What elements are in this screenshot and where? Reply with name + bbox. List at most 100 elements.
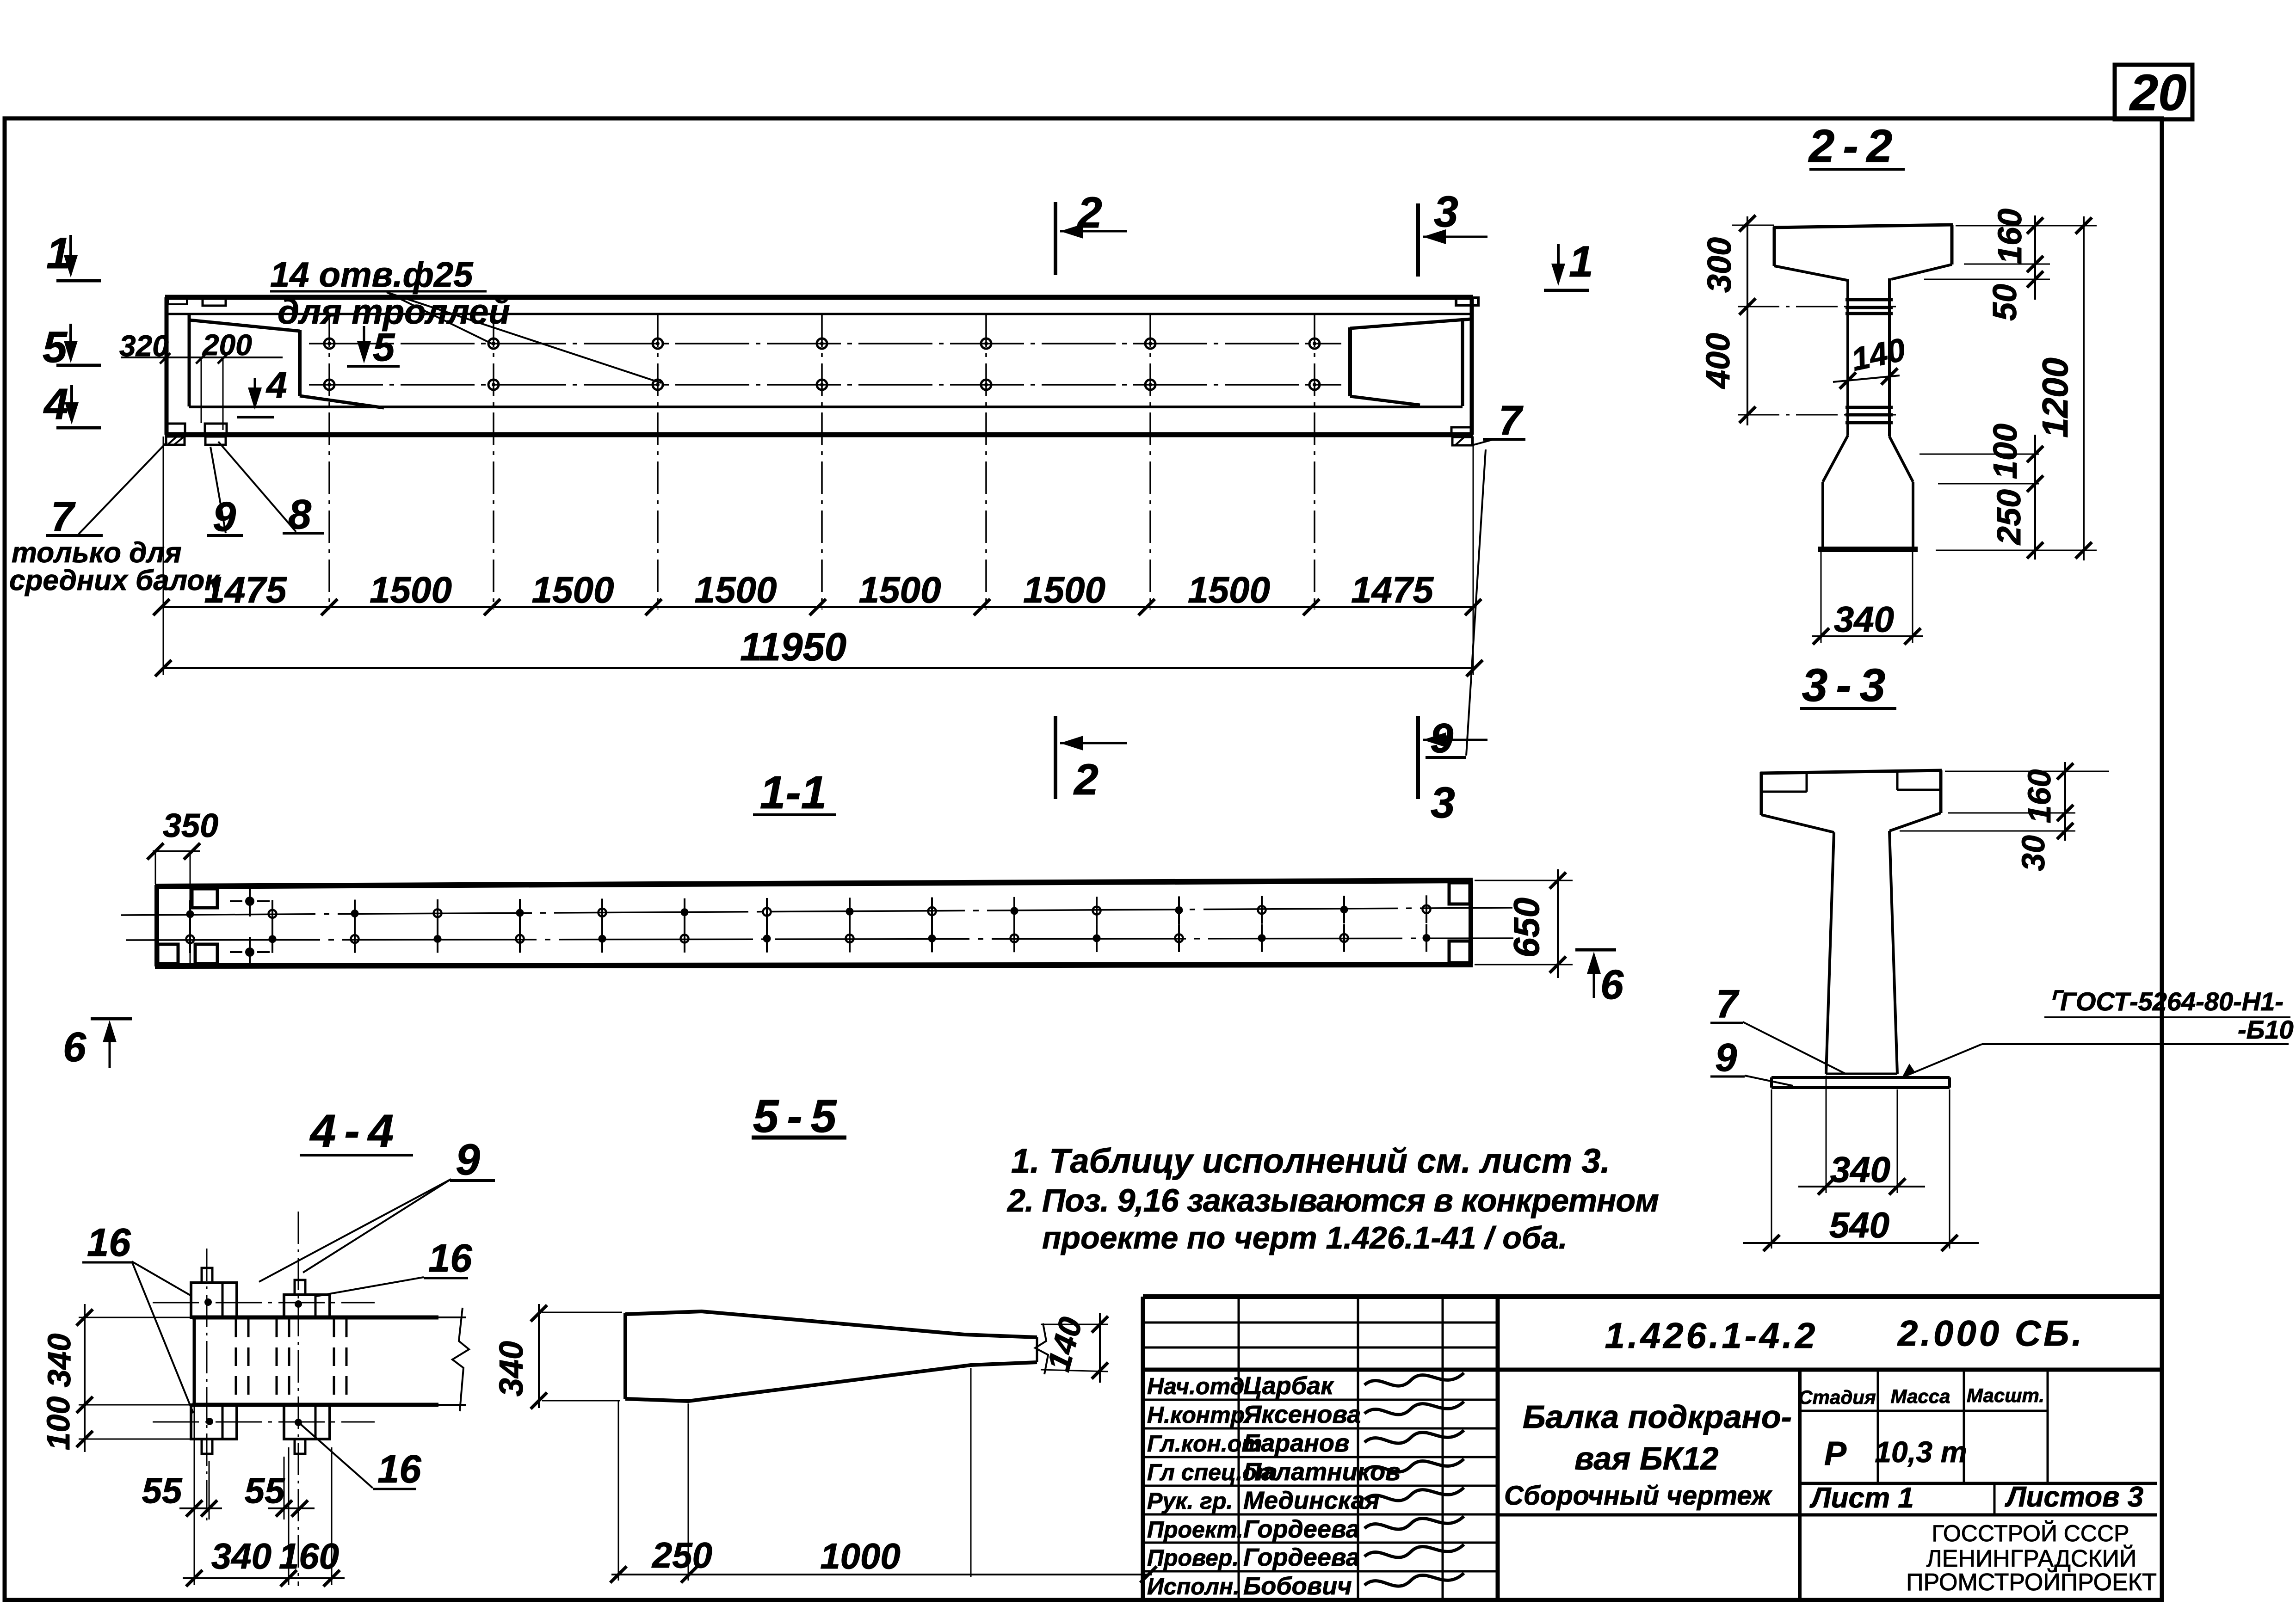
svg-text:Масса: Масса — [1891, 1385, 1950, 1407]
svg-text:Сборочный чертеж: Сборочный чертеж — [1504, 1481, 1773, 1511]
svg-text:340: 340 — [211, 1536, 272, 1576]
svg-text:Бобович: Бобович — [1243, 1572, 1352, 1600]
svg-text:Нач.отд: Нач.отд — [1147, 1373, 1244, 1399]
svg-text:Палатников: Палатников — [1243, 1458, 1401, 1486]
svg-text:6: 6 — [63, 1024, 86, 1070]
svg-text:340: 340 — [493, 1341, 530, 1396]
svg-text:1200: 1200 — [2035, 357, 2075, 438]
svg-text:Проект.: Проект. — [1147, 1517, 1243, 1543]
svg-text:Р: Р — [1824, 1435, 1847, 1472]
svg-text:50: 50 — [1987, 284, 2024, 321]
svg-text:5: 5 — [373, 326, 395, 369]
svg-text:2: 2 — [1077, 188, 1102, 237]
svg-text:1500: 1500 — [695, 569, 777, 610]
svg-text:только для: только для — [12, 537, 182, 569]
svg-text:160: 160 — [1992, 209, 2029, 264]
svg-text:3-3: 3-3 — [1802, 659, 1894, 711]
svg-text:4-4: 4-4 — [309, 1105, 402, 1157]
svg-text:1.426.1-4.2: 1.426.1-4.2 — [1605, 1315, 1818, 1356]
svg-text:3: 3 — [1434, 187, 1458, 236]
svg-text:350: 350 — [163, 807, 218, 844]
svg-text:400: 400 — [1700, 333, 1737, 389]
svg-text:Гл спец.от: Гл спец.от — [1147, 1459, 1277, 1485]
svg-text:140: 140 — [1040, 1313, 1089, 1375]
svg-text:1500: 1500 — [1023, 569, 1105, 610]
svg-text:4: 4 — [43, 380, 68, 429]
svg-text:Рук. гр.: Рук. гр. — [1147, 1488, 1233, 1514]
svg-text:Яксенова: Яксенова — [1242, 1401, 1361, 1428]
svg-text:Балка подкрано-: Балка подкрано- — [1523, 1399, 1792, 1435]
svg-text:7: 7 — [1499, 398, 1524, 444]
svg-text:проекте по черт 1.426.1-41 / о: проекте по черт 1.426.1-41 / оба. — [1042, 1220, 1568, 1255]
svg-text:-Б10: -Б10 — [2238, 1015, 2294, 1044]
svg-text:ГОССТРОЙ СССР: ГОССТРОЙ СССР — [1932, 1520, 2129, 1546]
svg-text:Провер.: Провер. — [1147, 1545, 1239, 1571]
svg-text:1500: 1500 — [370, 569, 452, 610]
svg-text:200: 200 — [202, 328, 252, 362]
svg-text:1000: 1000 — [820, 1536, 901, 1576]
svg-text:Лист 1: Лист 1 — [1809, 1482, 1914, 1514]
svg-text:340: 340 — [41, 1334, 77, 1388]
svg-text:1500: 1500 — [859, 569, 941, 610]
svg-text:Гордеева: Гордеева — [1243, 1544, 1360, 1571]
svg-text:4: 4 — [265, 364, 287, 406]
svg-text:9: 9 — [1430, 715, 1453, 762]
svg-text:2.000 СБ.: 2.000 СБ. — [1897, 1313, 2085, 1353]
svg-text:3: 3 — [1431, 778, 1455, 827]
svg-text:100: 100 — [40, 1396, 76, 1451]
svg-text:160: 160 — [279, 1536, 339, 1576]
svg-text:вая БК12: вая БК12 — [1574, 1440, 1718, 1476]
svg-text:540: 540 — [1829, 1205, 1889, 1245]
svg-text:2-2: 2-2 — [1808, 120, 1901, 172]
svg-text:7: 7 — [1716, 982, 1740, 1026]
svg-text:Исполн.: Исполн. — [1147, 1574, 1240, 1599]
svg-text:650: 650 — [1506, 898, 1547, 958]
svg-text:ПРОМСТРОЙПРОЕКТ: ПРОМСТРОЙПРОЕКТ — [1906, 1569, 2157, 1596]
svg-text:Н.контр.: Н.контр. — [1147, 1402, 1251, 1428]
svg-text:1. Таблицу исполнений см. лис: 1. Таблицу исполнений см. лист 3. — [1011, 1142, 1610, 1180]
svg-text:30: 30 — [2015, 835, 2051, 871]
svg-text:250: 250 — [1991, 489, 2028, 546]
svg-text:средних балок: средних балок — [9, 565, 220, 597]
svg-text:2: 2 — [1073, 755, 1099, 804]
svg-text:1: 1 — [1569, 237, 1593, 286]
svg-text:160: 160 — [2021, 769, 2057, 824]
svg-text:для троллей: для троллей — [278, 292, 510, 332]
svg-text:100: 100 — [1987, 424, 2024, 479]
svg-text:Масшт.: Масшт. — [1967, 1384, 2044, 1406]
svg-text:Баранов: Баранов — [1243, 1429, 1350, 1457]
svg-text:Гордеева: Гордеева — [1243, 1515, 1360, 1543]
svg-text:8: 8 — [288, 492, 311, 538]
svg-text:20: 20 — [2129, 64, 2186, 121]
svg-text:9: 9 — [1715, 1036, 1737, 1080]
svg-text:2. Поз. 9,16 заказываются в ко: 2. Поз. 9,16 заказываются в конкретном — [1006, 1182, 1659, 1218]
svg-text:16: 16 — [87, 1221, 131, 1265]
svg-text:1475: 1475 — [1351, 569, 1434, 610]
svg-text:Мединская: Мединская — [1243, 1487, 1380, 1514]
svg-text:10,3 т: 10,3 т — [1875, 1435, 1967, 1469]
svg-text:1: 1 — [46, 229, 71, 278]
svg-text:250: 250 — [651, 1535, 712, 1575]
svg-text:340: 340 — [1834, 599, 1894, 640]
svg-text:1500: 1500 — [1188, 569, 1270, 610]
svg-text:Стадия: Стадия — [1798, 1386, 1876, 1408]
svg-text:1-1: 1-1 — [760, 767, 827, 818]
svg-text:16: 16 — [428, 1236, 472, 1280]
svg-text:55: 55 — [245, 1470, 285, 1511]
svg-text:9: 9 — [213, 494, 236, 540]
svg-text:ЛЕНИНГРАДСКИЙ: ЛЕНИНГРАДСКИЙ — [1926, 1545, 2137, 1572]
svg-text:340: 340 — [1830, 1149, 1890, 1190]
svg-text:6: 6 — [1600, 962, 1624, 1008]
svg-text:14 отв.ф25: 14 отв.ф25 — [270, 255, 474, 295]
svg-text:Листов 3: Листов 3 — [2005, 1481, 2143, 1513]
svg-text:300: 300 — [1701, 237, 1738, 293]
svg-text:7: 7 — [51, 494, 76, 540]
svg-text:9: 9 — [456, 1135, 480, 1184]
svg-text:Гл.кон.от: Гл.кон.от — [1147, 1431, 1262, 1457]
svg-text:1475: 1475 — [204, 569, 287, 610]
svg-text:⌜ГОСТ-5264-80-Н1-: ⌜ГОСТ-5264-80-Н1- — [2048, 987, 2284, 1016]
svg-text:11950: 11950 — [740, 625, 846, 669]
svg-text:5-5: 5-5 — [753, 1090, 845, 1142]
svg-text:Царбак: Царбак — [1243, 1372, 1334, 1400]
svg-text:5: 5 — [43, 323, 68, 372]
